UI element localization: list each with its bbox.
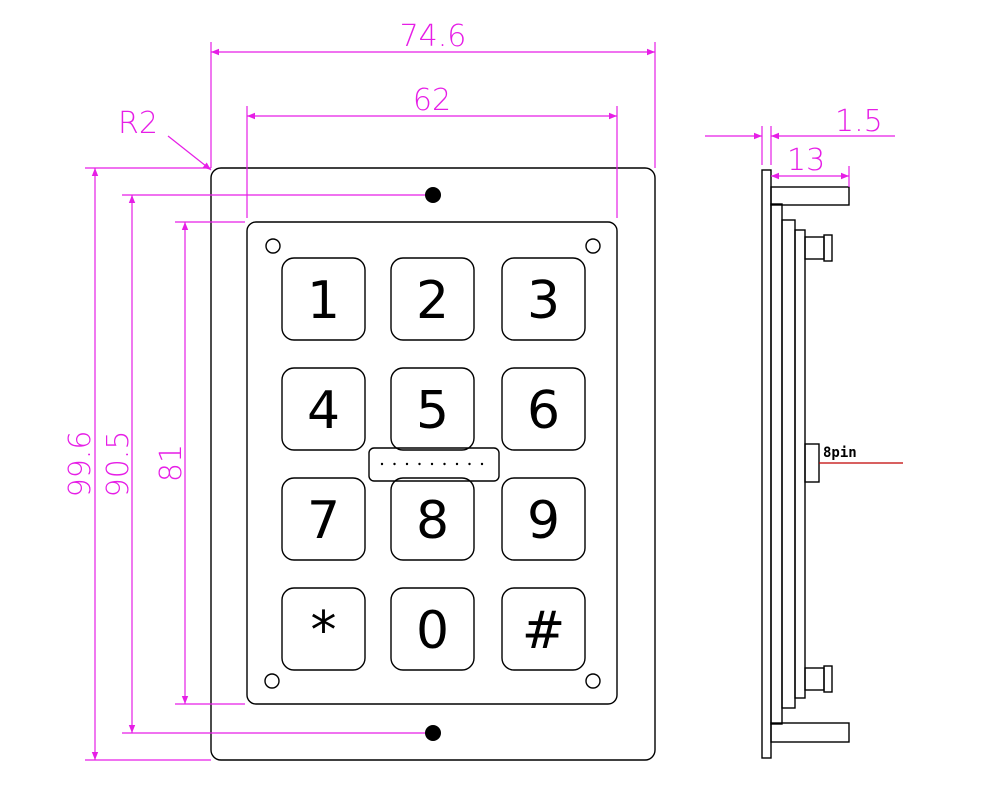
key-5[interactable]: 5	[390, 367, 475, 451]
connector-label: 8pin	[823, 445, 857, 461]
corner-hole-top-right	[585, 238, 601, 254]
key-star[interactable]: *	[281, 587, 366, 671]
key-2[interactable]: 2	[390, 257, 475, 341]
key-label: 6	[527, 381, 560, 441]
key-3[interactable]: 3	[501, 257, 586, 341]
side-frame	[770, 203, 783, 725]
side-view: 8pin	[761, 169, 903, 759]
key-1[interactable]: 1	[281, 257, 366, 341]
side-layer	[781, 219, 796, 709]
side-pcb	[794, 229, 806, 699]
depth-label: 13	[787, 143, 825, 178]
overall-height-label: 99.6	[63, 431, 98, 498]
inner-width-label: 62	[413, 83, 451, 118]
inner-height-label: 81	[154, 444, 189, 482]
key-label: 1	[307, 271, 340, 331]
top-bracket	[770, 186, 850, 206]
bottom-bracket	[770, 722, 850, 743]
dimension-labels: 74.6 62 R2 1.5 13 99.6 90.5 81	[63, 19, 883, 497]
key-4[interactable]: 4	[281, 367, 366, 451]
front-view: 1 2 3 4 5 6 7 8 9 * 0 #	[210, 167, 656, 761]
key-label: *	[311, 601, 337, 661]
top-mount-hole	[425, 187, 441, 203]
key-7[interactable]: 7	[281, 477, 366, 561]
corner-radius-label: R2	[118, 106, 158, 141]
key-label: 2	[416, 271, 449, 331]
key-8[interactable]: 8	[390, 477, 475, 561]
key-label: 7	[307, 491, 340, 551]
key-label: 8	[416, 491, 449, 551]
hole-spacing-label: 90.5	[101, 431, 136, 498]
connector-strip	[368, 447, 500, 482]
key-label: 5	[416, 381, 449, 441]
bottom-stud	[804, 665, 833, 693]
corner-hole-top-left	[265, 238, 281, 254]
bottom-mount-hole	[425, 725, 441, 741]
key-9[interactable]: 9	[501, 477, 586, 561]
inner-panel	[246, 221, 618, 705]
key-label: 4	[307, 381, 340, 441]
key-label: 3	[527, 271, 560, 331]
top-stud	[804, 234, 833, 262]
key-label: #	[522, 601, 566, 661]
key-6[interactable]: 6	[501, 367, 586, 451]
outer-plate	[210, 167, 656, 761]
side-plate	[761, 169, 772, 759]
overall-width-label: 74.6	[400, 19, 467, 54]
key-0[interactable]: 0	[390, 587, 475, 671]
thickness-label: 1.5	[835, 104, 883, 139]
corner-hole-bottom-right	[585, 673, 601, 689]
key-label: 0	[416, 601, 449, 661]
key-hash[interactable]: #	[501, 587, 586, 671]
keypad-keys: 1 2 3 4 5 6 7 8 9 * 0 #	[281, 257, 586, 671]
corner-hole-bottom-left	[264, 673, 280, 689]
dimensions	[85, 42, 895, 761]
side-connector	[804, 443, 820, 483]
key-label: 9	[527, 491, 560, 551]
